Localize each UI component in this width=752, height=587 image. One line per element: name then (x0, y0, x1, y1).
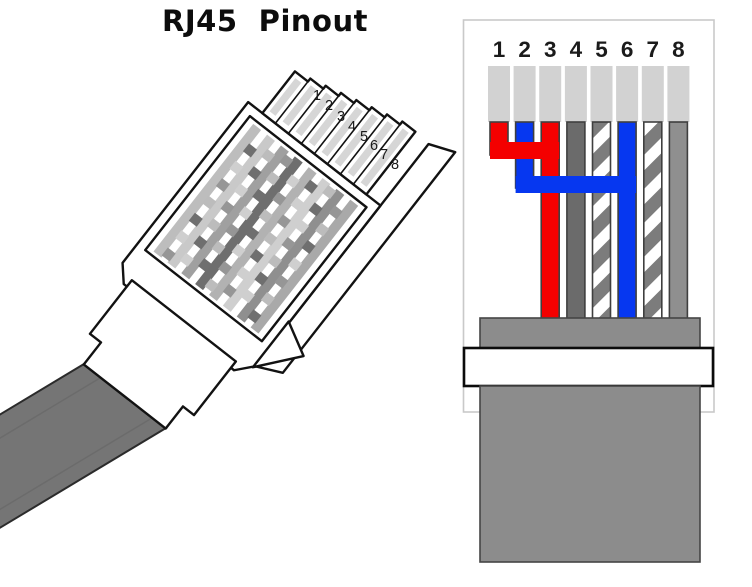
contact-square (272, 191, 287, 206)
contact-square (222, 283, 237, 298)
pin-pad (539, 66, 562, 122)
contact-square (328, 205, 343, 220)
contact-square (290, 197, 305, 212)
pin-pad (641, 66, 664, 122)
connector-pin-labels: 1 2 3 4 5 6 7 8 (313, 88, 399, 173)
plug-pin-label-4: 4 (348, 119, 356, 135)
contact-square (206, 218, 221, 233)
pin-pad (513, 66, 536, 122)
panel-pin-6: 6 (621, 37, 634, 62)
contact-square (231, 243, 246, 258)
plug-boot (82, 279, 238, 430)
panel-pin-4: 4 (570, 37, 583, 62)
contact-square (179, 252, 194, 267)
contact-square (211, 240, 226, 255)
pin-pad (616, 66, 639, 122)
contact-square (247, 309, 262, 324)
contact-square (175, 230, 190, 245)
contact-square (287, 257, 303, 272)
contact-squares (161, 143, 343, 324)
cable-tie-band (462, 346, 715, 388)
contact-square (245, 226, 260, 241)
panel-pin-numbers: 1 2 3 4 5 6 7 8 (493, 37, 685, 62)
cable-streak (0, 377, 101, 439)
contact-square (236, 266, 251, 281)
contact-square (279, 154, 294, 169)
contact-square (215, 178, 230, 193)
plug-pin-label-3: 3 (337, 109, 345, 125)
crossover-blue-2-to-6 (515, 176, 637, 193)
plug-pin-label-6: 6 (370, 138, 378, 154)
contact-square (229, 160, 244, 175)
contact-square (198, 258, 213, 273)
contact-square (315, 222, 330, 237)
contact-square (240, 289, 255, 304)
panel-pin-3: 3 (544, 37, 557, 62)
contact-square (303, 179, 318, 194)
pin-comb-separators (274, 78, 403, 185)
contact-square (322, 184, 337, 200)
contact-square (295, 219, 310, 234)
contact-square (218, 261, 233, 276)
panel-pin-1: 1 (493, 37, 506, 62)
pin-pads (488, 66, 690, 122)
contact-square (252, 188, 267, 203)
panel-pin-2: 2 (518, 37, 531, 62)
cable-outer (479, 385, 701, 563)
pin-pad (488, 66, 510, 122)
contact-square (188, 212, 203, 227)
figure-title: RJ45 Pinout (162, 4, 368, 38)
wiring-diagram: 1 2 3 4 5 6 7 8 (462, 19, 715, 563)
contact-square (249, 249, 264, 264)
contact-square (202, 195, 217, 210)
contact-square (285, 174, 300, 189)
crossover-red-1-to-3 (490, 142, 560, 159)
contact-square (258, 209, 273, 224)
contact-square (261, 148, 276, 163)
panel-pin-8: 8 (672, 37, 685, 62)
contact-square (193, 235, 208, 250)
plug-pin-label-5: 5 (360, 129, 368, 145)
plug-pin-label-1: 1 (313, 88, 321, 104)
contact-square (308, 202, 323, 217)
panel-pin-5: 5 (595, 37, 608, 62)
cable-streak (0, 417, 153, 511)
plug-pin-label-7: 7 (380, 147, 388, 163)
contact-square (276, 214, 291, 229)
contact-square (260, 291, 275, 307)
contact-square (267, 254, 282, 269)
contact-square (238, 206, 253, 221)
plug-group (82, 70, 457, 430)
contact-square (225, 223, 240, 238)
contact-square (281, 237, 296, 252)
contact-square (204, 278, 219, 293)
wire-7-striped (642, 121, 663, 321)
contact-square (263, 231, 278, 246)
contact-square (265, 171, 280, 186)
plug-pin-label-2: 2 (325, 98, 333, 114)
contact-square (301, 239, 316, 255)
plug-latch (251, 320, 305, 369)
wire-6-blue (617, 121, 637, 321)
contact-square (234, 183, 249, 198)
pin-pad (667, 66, 690, 122)
contact-square (220, 200, 235, 215)
pin-pad (564, 66, 587, 122)
contact-square (242, 143, 257, 158)
contact-square (247, 166, 262, 181)
wire-4-dark-gray (566, 121, 586, 321)
contact-stripes (153, 123, 359, 334)
panel-pin-7: 7 (647, 37, 660, 62)
pin-comb-strips (269, 78, 409, 187)
plug-pin-label-8: 8 (391, 157, 399, 173)
connector-illustration: 1 2 3 4 5 6 7 8 (0, 70, 457, 529)
pin-pad (590, 66, 613, 122)
contact-square (161, 247, 176, 262)
wire-5-striped (591, 121, 612, 321)
contact-square (274, 274, 289, 289)
contact-square (254, 271, 269, 286)
cable-jacket-top (479, 317, 701, 350)
wire-8-gray (668, 121, 689, 321)
